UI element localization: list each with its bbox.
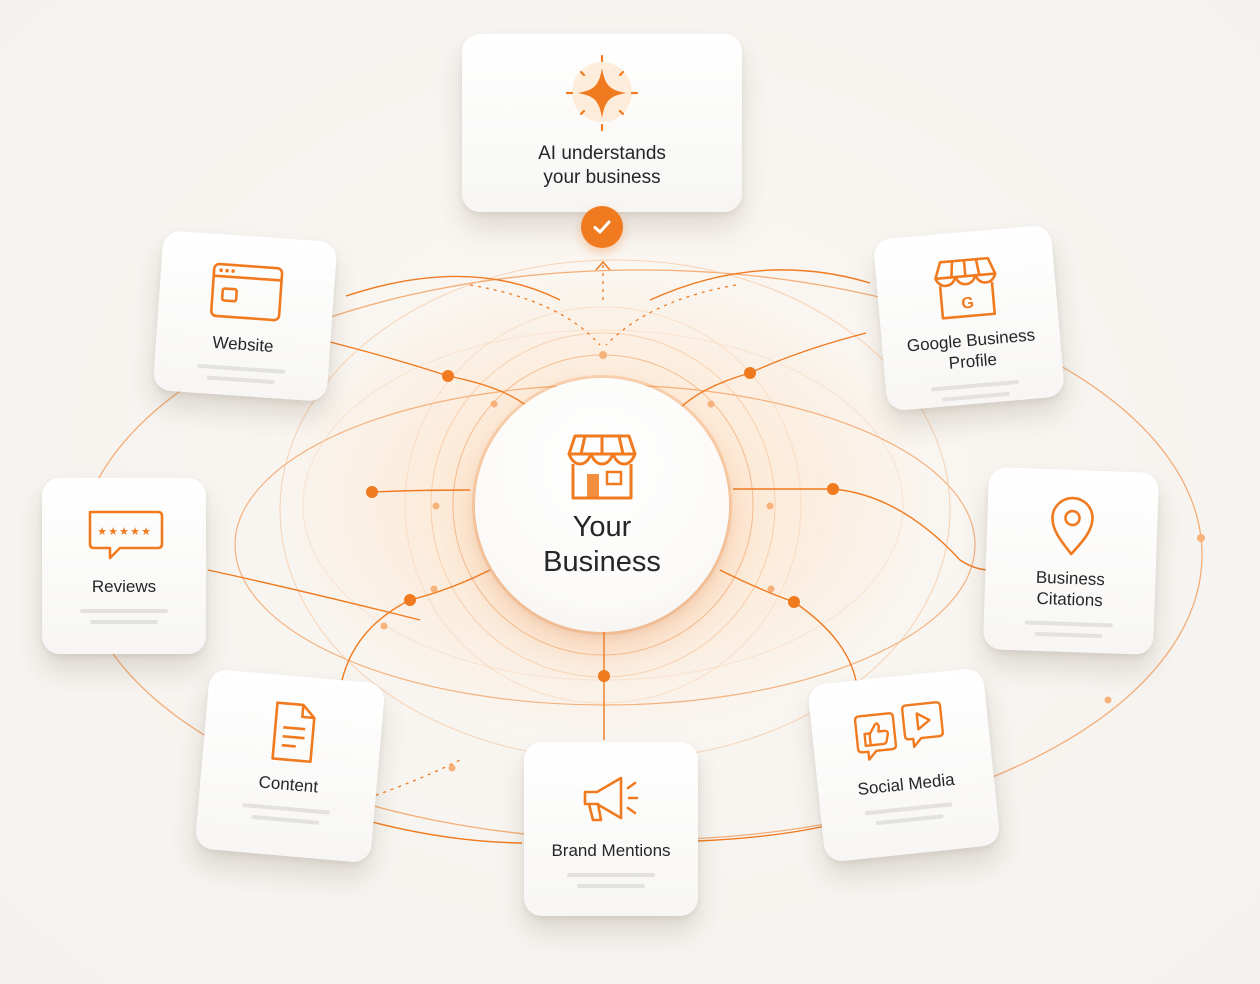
- check-badge: [581, 206, 623, 248]
- placeholder-lines: [80, 609, 168, 624]
- business-citations-card: Business Citations: [982, 467, 1160, 655]
- sparkle-icon: [565, 54, 639, 132]
- browser-window-icon: [209, 262, 284, 322]
- placeholder-lines: [1024, 620, 1113, 639]
- map-pin-icon: [1051, 496, 1094, 556]
- your-business-hub: Your Business: [475, 378, 729, 632]
- placeholder-lines: [864, 802, 954, 826]
- placeholder-lines: [197, 363, 286, 385]
- reviews-label: Reviews: [91, 577, 157, 596]
- content-card: Content: [194, 668, 386, 864]
- business-citations-label: Business Citations: [1035, 567, 1106, 611]
- brand-mentions-card: Brand Mentions: [524, 742, 698, 916]
- svg-text:★: ★: [97, 525, 107, 538]
- google-business-profile-card: G Google Business Profile: [872, 224, 1066, 412]
- website-card: Website: [152, 230, 338, 402]
- social-media-label: Social Media: [856, 769, 956, 799]
- ai-understands-card: AI understands your business: [462, 34, 742, 212]
- placeholder-lines: [567, 873, 655, 888]
- svg-text:★: ★: [130, 525, 140, 538]
- google-store-icon: G: [934, 256, 997, 320]
- hub-title: Your Business: [543, 511, 661, 578]
- svg-text:★: ★: [108, 525, 118, 538]
- star-review-icon: ★★★★★: [88, 510, 164, 560]
- svg-text:★: ★: [119, 525, 129, 538]
- content-label: Content: [257, 772, 319, 797]
- svg-text:G: G: [961, 295, 975, 313]
- ai-understands-label: AI understands your business: [538, 143, 666, 188]
- storefront-icon: [567, 434, 637, 500]
- thumbs-up-play-icon: [853, 701, 944, 761]
- brand-mentions-label: Brand Mentions: [551, 841, 671, 860]
- placeholder-lines: [930, 379, 1020, 403]
- check-icon: [593, 220, 611, 234]
- reviews-card: ★★★★★ Reviews: [42, 478, 206, 654]
- document-icon: [271, 701, 316, 764]
- megaphone-icon: [583, 776, 639, 822]
- google-business-profile-label: Google Business Profile: [906, 325, 1036, 373]
- placeholder-lines: [241, 803, 331, 826]
- social-media-card: Social Media: [807, 667, 1001, 863]
- website-label: Website: [211, 332, 275, 357]
- svg-text:★: ★: [141, 525, 151, 538]
